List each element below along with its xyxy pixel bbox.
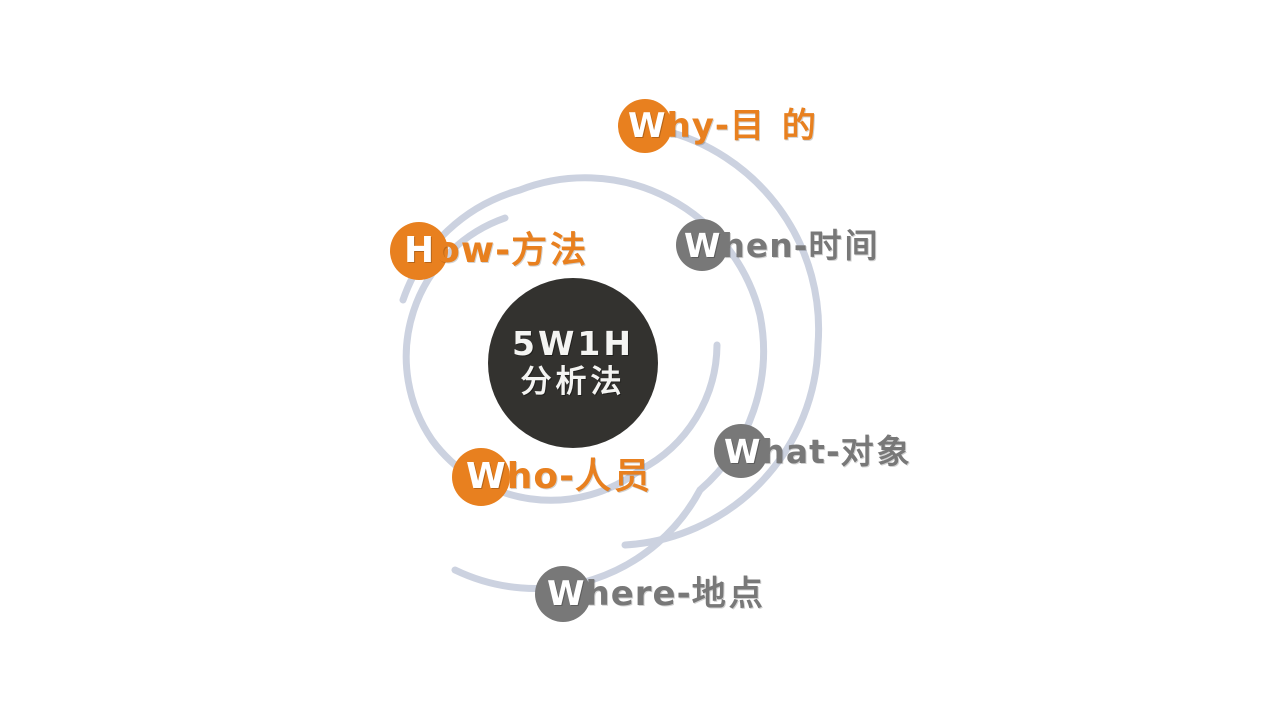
node-who-label: Who-人员 xyxy=(466,459,653,495)
node-how-label: How-方法 xyxy=(404,233,589,269)
node-when-initial: W xyxy=(684,225,722,265)
node-where-initial: W xyxy=(547,574,586,614)
node-when-label: When-时间 xyxy=(684,229,880,262)
outer-tail-arc xyxy=(621,126,823,549)
node-when-cjk: 时间 xyxy=(808,225,881,265)
node-where-rest: here- xyxy=(585,574,692,614)
center-hub[interactable]: 5W1H 分析法 xyxy=(488,278,658,448)
node-how-initial: H xyxy=(404,230,436,271)
node-what-initial: W xyxy=(724,431,762,471)
node-where-dot xyxy=(535,566,591,622)
node-who-rest: ho- xyxy=(506,456,576,497)
node-what[interactable]: What-对象 xyxy=(714,424,913,478)
node-why-cjk: 目 的 xyxy=(730,106,819,146)
node-why-dot xyxy=(618,99,672,153)
node-who-initial: W xyxy=(466,456,507,497)
node-when-rest: hen- xyxy=(721,225,809,265)
node-why[interactable]: Why-目 的 xyxy=(618,99,819,153)
node-what-dot xyxy=(714,424,768,478)
node-where[interactable]: Where-地点 xyxy=(535,566,766,622)
node-where-label: Where-地点 xyxy=(547,577,766,611)
node-how-dot xyxy=(390,222,448,280)
node-how[interactable]: How-方法 xyxy=(390,222,589,280)
node-who-cjk: 人员 xyxy=(575,456,654,497)
node-what-label: What-对象 xyxy=(724,435,913,468)
node-who-dot xyxy=(452,448,510,506)
node-what-cjk: 对象 xyxy=(840,431,913,471)
node-why-initial: W xyxy=(628,106,667,146)
node-how-rest: ow- xyxy=(435,230,512,271)
node-what-rest: hat- xyxy=(761,431,841,471)
node-when[interactable]: When-时间 xyxy=(676,219,880,271)
outer-arc xyxy=(399,174,767,592)
node-why-label: Why-目 的 xyxy=(628,109,819,143)
node-where-cjk: 地点 xyxy=(691,574,766,614)
node-how-cjk: 方法 xyxy=(511,230,590,271)
node-why-rest: hy- xyxy=(666,106,730,146)
hub-title-line1: 5W1H xyxy=(512,323,634,363)
hub-title-line2: 分析法 xyxy=(520,364,626,401)
node-who[interactable]: Who-人员 xyxy=(452,448,653,506)
node-when-dot xyxy=(676,219,728,271)
